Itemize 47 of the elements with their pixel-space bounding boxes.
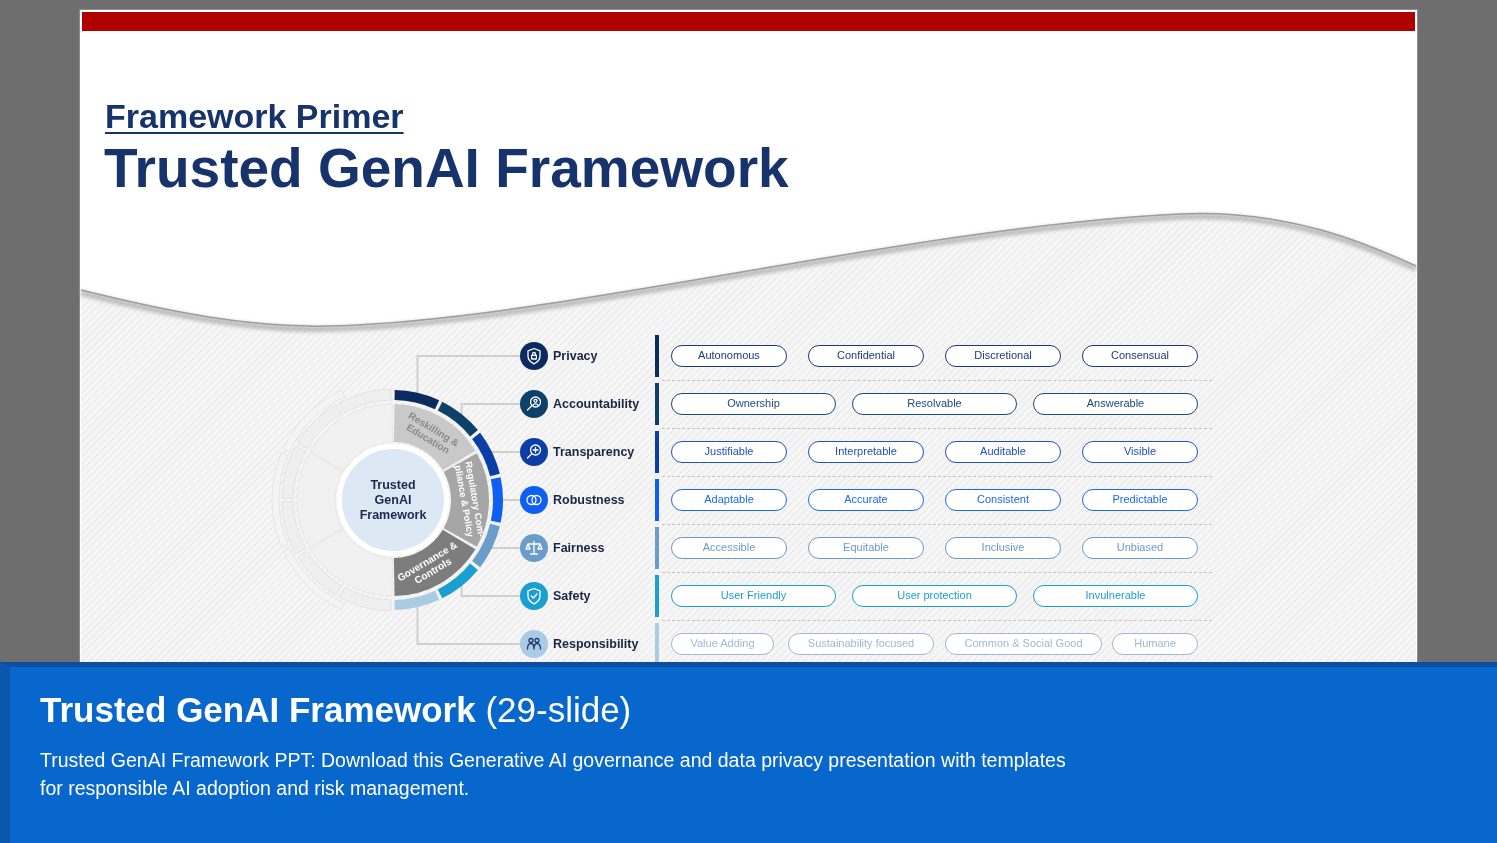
- section-heading: Framework Primer: [105, 97, 404, 135]
- connector-line: [491, 451, 521, 454]
- connector-line: [460, 585, 521, 597]
- ring-arc: [394, 590, 440, 610]
- attribute-pill: Sustainability focused: [788, 633, 934, 655]
- attribute-pill: Resolvable: [852, 393, 1017, 415]
- attribute-pill: Consensual: [1082, 345, 1198, 367]
- attribute-pill: Auditable: [945, 441, 1061, 463]
- attribute-pill: Equitable: [808, 537, 924, 559]
- ring-arc: [394, 390, 440, 410]
- attribute-pill: Unbiased: [1082, 537, 1198, 559]
- attribute-pill: Inclusive: [945, 537, 1061, 559]
- attribute-pill: Autonomous: [671, 345, 787, 367]
- attribute-pill: Humane: [1112, 633, 1198, 655]
- attribute-pill: Answerable: [1033, 393, 1198, 415]
- attribute-pill: Discretional: [945, 345, 1061, 367]
- category-label: Fairness: [553, 541, 605, 555]
- connector-line: [491, 546, 521, 549]
- category-label: Safety: [553, 589, 591, 603]
- slide-title: Trusted GenAI Framework: [104, 138, 789, 198]
- attribute-pill: Accurate: [808, 489, 924, 511]
- attribute-pill: Predictable: [1082, 489, 1198, 511]
- connector-line: [416, 355, 521, 394]
- attribute-pill: Justifiable: [671, 441, 787, 463]
- category-label: Accountability: [553, 397, 640, 411]
- attribute-pill: Invulnerable: [1033, 585, 1198, 607]
- attribute-pill: Accessible: [671, 537, 787, 559]
- connector-line: [416, 606, 521, 645]
- attribute-pill: User Friendly: [671, 585, 836, 607]
- attribute-pill: User protection: [852, 585, 1017, 607]
- category-label: Transparency: [553, 445, 635, 459]
- category-label: Responsibility: [553, 637, 639, 651]
- attribute-pill: Common & Social Good: [945, 633, 1102, 655]
- attribute-pill: Visible: [1082, 441, 1198, 463]
- banner-heading: Trusted GenAI Framework (29-slide): [40, 690, 632, 730]
- category-label: Privacy: [553, 349, 598, 363]
- connector-line: [502, 499, 521, 501]
- attribute-pill: Consistent: [945, 489, 1061, 511]
- connector-line: [460, 403, 521, 415]
- banner-description: Trusted GenAI Framework PPT: Download this Generative AI governance and data privacy presentation with templates for responsible AI adoption and risk management.: [40, 748, 1067, 801]
- ring-arc: [490, 477, 503, 523]
- attribute-pill: Value Adding: [671, 633, 774, 655]
- attribute-pill: Ownership: [671, 393, 836, 415]
- category-label: Robustness: [553, 493, 625, 507]
- attribute-pill: Adaptable: [671, 489, 787, 511]
- attribute-pill: Confidential: [808, 345, 924, 367]
- attribute-pill: Interpretable: [808, 441, 924, 463]
